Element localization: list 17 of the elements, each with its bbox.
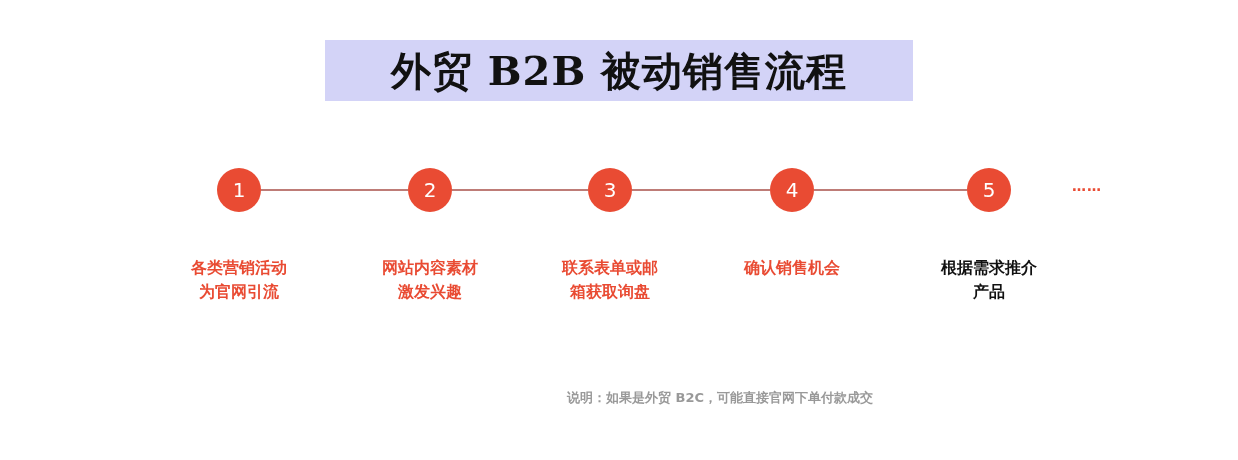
- connector-line: [451, 189, 589, 191]
- step-label: 联系表单或邮箱获取询盘: [561, 257, 659, 303]
- connector-line: [631, 189, 771, 191]
- continuation-dots: ……: [1072, 178, 1102, 194]
- step-label: 网站内容素材激发兴趣: [381, 257, 479, 303]
- step-number-circle: 3: [588, 168, 632, 212]
- connector-line: [813, 189, 968, 191]
- caption: 说明：如果是外贸 B2C，可能直接官网下单付款成交: [565, 389, 874, 407]
- step-label: 根据需求推介产品: [940, 257, 1038, 303]
- step-number-circle: 2: [408, 168, 452, 212]
- step-number-circle: 4: [770, 168, 814, 212]
- step-label: 各类营销活动为官网引流: [190, 257, 288, 303]
- step-number-circle: 5: [967, 168, 1011, 212]
- step-label: 确认销售机会: [743, 257, 841, 279]
- title: 外贸 B2B 被动销售流程: [325, 40, 913, 101]
- step-number-circle: 1: [217, 168, 261, 212]
- connector-line: [260, 189, 409, 191]
